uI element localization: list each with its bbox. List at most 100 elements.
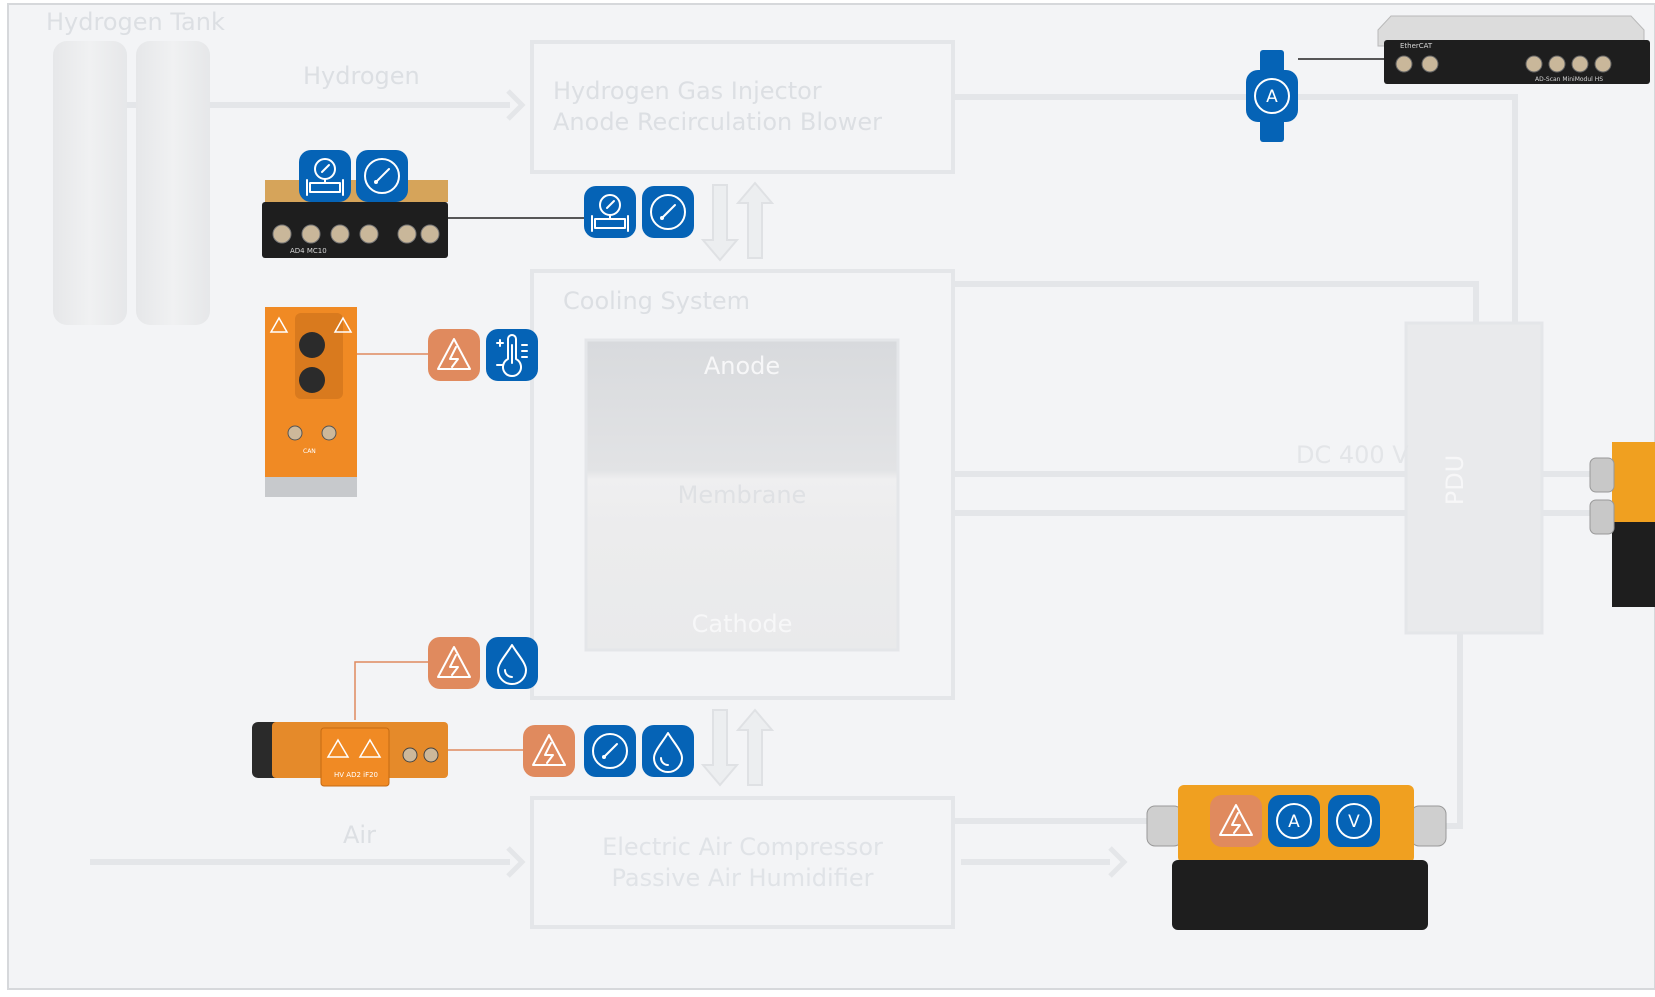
module-base [265, 477, 357, 497]
hv-ad2-module [252, 722, 448, 787]
connector [397, 224, 417, 244]
gauge-icon [642, 186, 694, 238]
can-module [265, 307, 357, 497]
ethercat-label: EtherCAT [1400, 42, 1433, 50]
injector-box [530, 40, 955, 174]
ammeter-glyph: A [1266, 87, 1278, 107]
connector [420, 224, 440, 244]
ad4-mc10-label: AD4 MC10 [290, 247, 327, 255]
hv-wires [354, 353, 523, 751]
voltmeter-icon: V [1328, 795, 1380, 847]
connector [1395, 55, 1413, 73]
connector [299, 332, 325, 358]
pdu-label: PDU [1441, 454, 1469, 506]
connector [1548, 55, 1566, 73]
module-base [1612, 522, 1655, 607]
arrows [506, 89, 1128, 878]
injector-label-line: Anode Recirculation Blower [553, 108, 882, 136]
air-label: Air [343, 821, 376, 849]
hydrogen-tank [53, 41, 210, 325]
connector [359, 224, 379, 244]
compressor-label: Electric Air Compressor Passive Air Humi… [532, 832, 953, 894]
high-voltage-icon [1210, 795, 1262, 847]
ammeter-icon: A [1268, 795, 1320, 847]
air-arrow [506, 846, 526, 878]
connector [1421, 55, 1439, 73]
module-front [1384, 40, 1650, 84]
connectors [1395, 55, 1612, 73]
module-body [1612, 442, 1655, 522]
compressor-label-line: Passive Air Humidifier [611, 864, 874, 892]
can-label: CAN [303, 448, 316, 455]
wire [354, 661, 428, 720]
membrane-label: Membrane [677, 481, 807, 509]
minimodul-label: AD-Scan MiniModul HS [1535, 76, 1604, 83]
module-base [1172, 860, 1428, 930]
thermometer-icon [486, 329, 538, 381]
up-arrow-upper [735, 181, 775, 259]
compressor-out-arrow [1108, 846, 1128, 878]
cable-gland [1146, 805, 1183, 847]
tank-cylinder [53, 41, 127, 325]
tank-label: Hydrogen Tank [46, 8, 225, 36]
cable-gland [1410, 805, 1447, 847]
connector [299, 367, 325, 393]
ethercat-minimodul [1377, 15, 1650, 84]
pdu-to-compressor-cable [1445, 633, 1463, 829]
fuel-cell-stack [584, 338, 900, 652]
cathode-label: Cathode [691, 610, 793, 638]
cable-gland [1589, 457, 1615, 493]
warning-mark [333, 316, 353, 333]
connector [402, 747, 418, 763]
ammeter-icon: A [1246, 50, 1298, 142]
humidity-icon [642, 725, 694, 777]
connector [330, 224, 350, 244]
injector-label-line: Hydrogen Gas Injector [553, 77, 822, 105]
pressure-flow-icon [584, 186, 636, 238]
sensor-icons: A A V [299, 50, 1380, 847]
connector [321, 425, 337, 441]
hv-ad2-label: HV AD2 iF20 [334, 771, 379, 779]
flow-arrows [700, 181, 775, 787]
connector [301, 224, 321, 244]
cooling-label: Cooling System [563, 287, 751, 315]
connector [1594, 55, 1612, 73]
inverter-module [1589, 442, 1655, 607]
warning-mark [358, 738, 382, 758]
hydrogen-label: Hydrogen [303, 62, 420, 90]
connector [272, 224, 292, 244]
voltmeter-glyph: V [1348, 812, 1360, 832]
module-front-panel [262, 202, 448, 258]
down-arrow-lower [700, 709, 740, 787]
down-arrow-upper [700, 184, 740, 262]
connector [1525, 55, 1543, 73]
connectors [272, 224, 440, 244]
connector [287, 425, 303, 441]
hydrogen-arrow [506, 89, 526, 121]
anode-label: Anode [703, 352, 781, 380]
pipes [90, 94, 1590, 865]
cable-gland [1589, 499, 1615, 535]
cooling-to-pdu-pipe [953, 281, 1479, 323]
high-voltage-icon [428, 637, 480, 689]
gauge-icon [584, 725, 636, 777]
tank-cylinder [136, 41, 210, 325]
injector-to-pdu-pipe [953, 94, 1518, 323]
humidity-icon [486, 637, 538, 689]
injector-label: Hydrogen Gas Injector Anode Recirculatio… [553, 76, 882, 138]
connector [1571, 55, 1589, 73]
compressor-box [530, 796, 955, 929]
up-arrow-lower [735, 708, 775, 786]
ammeter-glyph: A [1288, 812, 1300, 832]
warning-mark [269, 316, 289, 333]
pdu-box [1404, 321, 1544, 635]
gauge-icon [356, 150, 408, 202]
connector [423, 747, 439, 763]
pressure-flow-icon [299, 150, 351, 202]
high-voltage-icon [428, 329, 480, 381]
compressor-label-line: Electric Air Compressor [602, 833, 883, 861]
high-voltage-icon [523, 725, 575, 777]
warning-mark [326, 738, 350, 758]
